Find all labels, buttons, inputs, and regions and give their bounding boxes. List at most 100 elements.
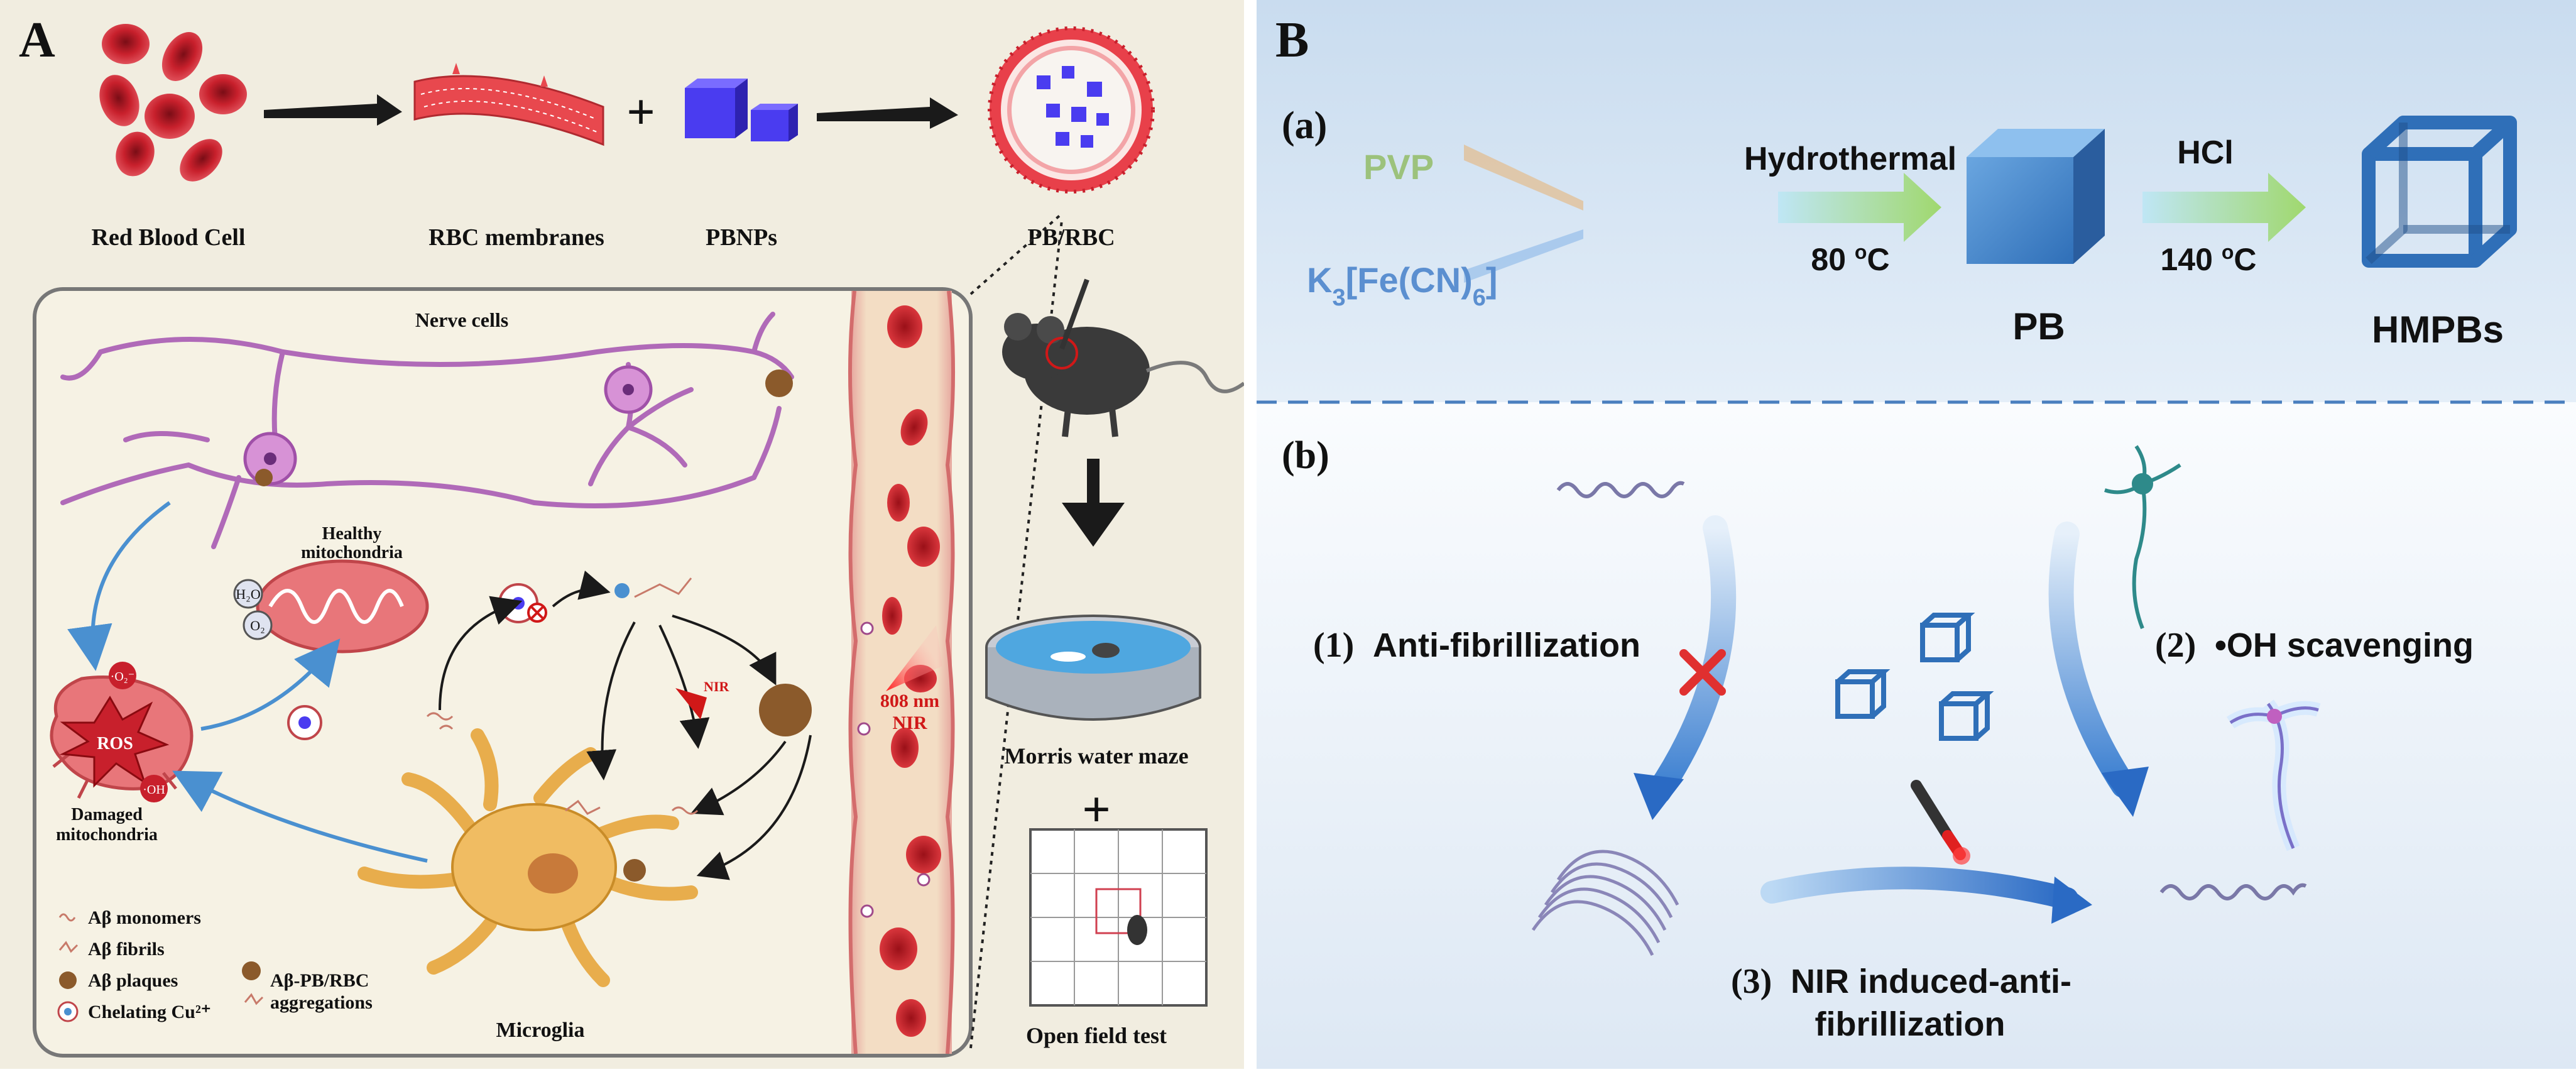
panel-a-letter: A — [19, 13, 55, 68]
plaque-on-neuron-icon — [765, 369, 793, 397]
arrow-chelate-icon — [552, 571, 611, 608]
protein-monomer-icon-2 — [2159, 883, 2307, 900]
hmpbs-label: HMPBs — [2372, 309, 2504, 351]
arrow-rbc-to-membrane-icon — [264, 94, 402, 126]
plaque-big-icon — [759, 684, 812, 736]
microglia-icon — [357, 728, 698, 987]
morris-water-maze-icon — [985, 615, 1201, 721]
o2-radical-label: ·O₂⁻ — [111, 670, 135, 684]
section-b-label: (b) — [1282, 434, 1329, 477]
panel-a: A Red Blood Cell RBC membranes + PBNPs — [0, 0, 1245, 1069]
monomers-icon-2 — [671, 806, 699, 815]
arrow-nir-anti-fibrillization-icon — [1760, 867, 2078, 910]
nir-big-line1: 808 nm — [880, 691, 939, 711]
rbc-label: Red Blood Cell — [92, 224, 246, 251]
legend-monomers: Aβ monomers — [88, 907, 201, 928]
o2-label: O₂ — [250, 618, 265, 633]
plus-sign: + — [626, 85, 655, 140]
k3-stream-icon — [1464, 229, 1583, 283]
ros-label: ROS — [97, 734, 133, 753]
healthy-mito-line2: mitochondria — [301, 543, 403, 562]
step2-text: •OH scavenging — [2215, 626, 2474, 664]
nir-beam-icon — [886, 625, 942, 691]
oh-radical-badge — [140, 775, 168, 802]
arrow-mouse-down-icon — [1062, 459, 1125, 547]
arrow-head-1-icon — [1634, 773, 1684, 820]
morris-label: Morris water maze — [1004, 743, 1188, 768]
arrow-damaged-to-healthy-icon — [200, 638, 341, 731]
arrow-hydrothermal-icon — [1778, 173, 1941, 242]
temp2-label: 140 oC — [2161, 241, 2257, 277]
zoom-line-top — [969, 212, 1063, 295]
temp1-label: 80 oC — [1811, 241, 1889, 277]
pb-label: PB — [2012, 305, 2065, 347]
arrow-head-3-icon — [2051, 877, 2092, 924]
arrow-microglia-to-damaged-icon — [172, 770, 428, 863]
neuron-nucleus-1 — [264, 452, 276, 465]
block-cross-icon-b — [1679, 649, 1726, 696]
legend-fibrils: Aβ fibrils — [88, 939, 165, 960]
legend — [57, 913, 264, 1022]
step1-number: (1) — [1313, 626, 1354, 665]
hydrothermal-label: Hydrothermal — [1744, 141, 1957, 177]
nerve-cells-icon — [60, 312, 794, 549]
section-a-label: (a) — [1282, 104, 1327, 147]
arrow-head-2-icon — [2102, 767, 2149, 817]
plaque-small-icon — [255, 469, 273, 486]
h2o-badge — [233, 579, 263, 609]
healthy-mitochondria-icon — [256, 559, 429, 654]
pbrbc-label: PB/RBC — [1027, 224, 1115, 251]
arrow-neuron-to-damaged-icon — [67, 501, 171, 671]
neuron-glowing-icon — [2226, 699, 2321, 851]
fibril-icon-1 — [634, 577, 692, 598]
arrow-plaque-to-monomer-icon — [690, 740, 787, 816]
k3fecn6-label: K3[Fe(CN)6] — [1307, 260, 1498, 311]
panel-b-letter: B — [1275, 13, 1309, 68]
rbc-membrane-icon — [413, 63, 604, 146]
panel-b: B (a) (b) PVP K3[Fe(CN)6] Hydrothermal 8… — [1257, 0, 2576, 1069]
arrow-fibril-mid-icon — [658, 625, 710, 749]
legend-chelating: Chelating Cu²⁺ — [88, 1002, 211, 1022]
pvp-label: PVP — [1363, 147, 1434, 187]
hmpb-cubes-center-icon — [1835, 613, 1994, 741]
step3-line2: fibrillization — [1815, 1005, 2006, 1043]
mouse-icon — [1002, 278, 1245, 437]
cu-ion-icon — [614, 583, 630, 598]
pbrbc-particle-core — [298, 716, 311, 729]
open-field-grid-icon — [1029, 828, 1208, 1007]
pb-rbc-vesicle-icon — [988, 26, 1155, 194]
step3-number: (3) — [1731, 962, 1772, 1001]
nir-big-line2: NIR — [892, 713, 927, 733]
monomers-icon — [426, 712, 454, 730]
step2-number: (2) — [2155, 626, 2196, 665]
hcl-label: HCl — [2177, 134, 2234, 171]
arrow-fibril-to-plaque-icon — [672, 615, 777, 686]
damaged-mito-line1: Damaged — [71, 805, 143, 824]
healthy-mito-line1: Healthy — [322, 524, 382, 544]
laser-pointer-icon — [1911, 780, 1970, 865]
neuron-nucleus-2 — [623, 384, 634, 395]
o2-badge — [243, 610, 273, 640]
legend-agg-line2: aggregations — [270, 992, 373, 1013]
fibril-bundle-icon — [1531, 850, 1679, 956]
panel-b-bottom-background — [1257, 402, 2576, 1069]
protein-monomer-icon — [1556, 481, 1685, 498]
legend-plaques: Aβ plaques — [88, 970, 178, 991]
hmpbs-hollow-cube-icon — [2362, 116, 2517, 268]
block-cross-icon — [530, 605, 545, 620]
arrow-oh-scavenging-icon — [2048, 522, 2136, 798]
pb-cube-icon — [1967, 129, 2105, 264]
red-blood-cells-icon — [99, 24, 247, 182]
step1-text: Anti-fibrillization — [1373, 626, 1640, 664]
pbnps-cubes-icon — [685, 79, 798, 141]
pvp-stream-icon — [1464, 145, 1583, 211]
aggregation-icon — [623, 859, 646, 882]
h2o-label: H₂O — [236, 586, 260, 602]
o2-radical-badge — [109, 662, 136, 689]
panel-b-graphic: B (a) (b) PVP K3[Fe(CN)6] Hydrothermal 8… — [1257, 0, 2576, 1069]
step3-line1: NIR induced-anti- — [1791, 963, 2071, 1000]
legend-agg-line1: Aβ-PB/RBC — [270, 970, 369, 991]
arrow-fibril-down-icon — [586, 621, 636, 780]
nir-small-label: NIR — [704, 679, 729, 694]
damaged-mito-line2: mitochondria — [56, 825, 158, 845]
